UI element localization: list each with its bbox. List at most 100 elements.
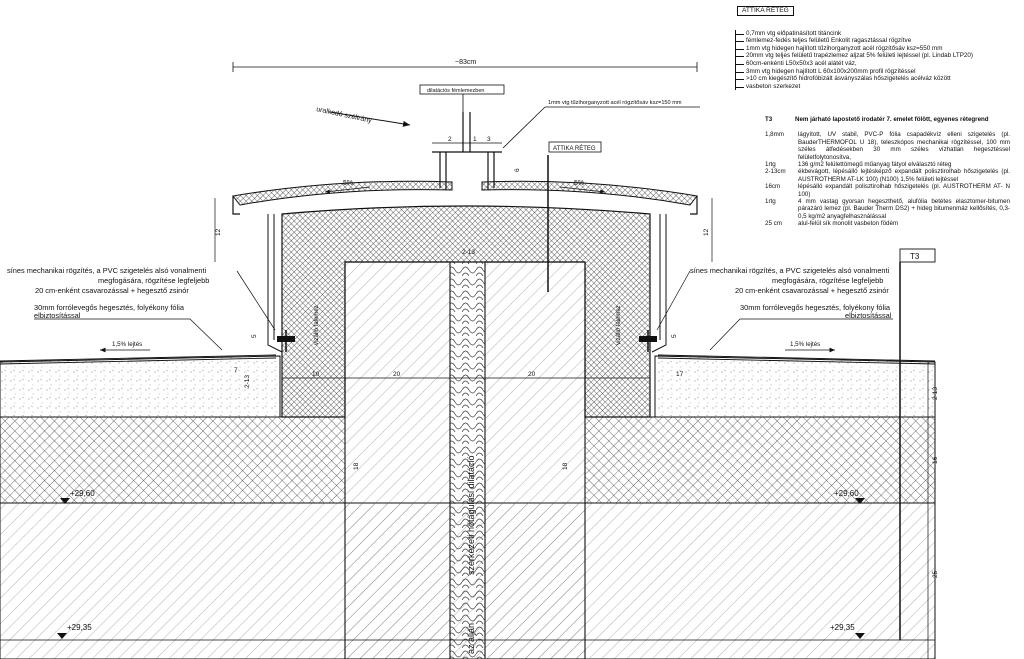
seam-dim-6: 6 — [514, 168, 521, 172]
rail-right-leader — [656, 270, 691, 331]
legend-item: 0,7mm vtg előpatinásított titáncink — [736, 30, 1020, 38]
attika-tag-box — [548, 141, 602, 153]
t3-layer-specification: T3 Nem járható lapostető irodatér 7. eme… — [765, 116, 1010, 228]
attika-layer-legend: ATTIKA RÉTEG 0,7mm vtg előpatinásított t… — [735, 6, 1020, 91]
dim-12-right: 12 — [703, 228, 710, 236]
slope-right-label: 5% — [574, 180, 584, 187]
expansion-joint-filler — [449, 261, 486, 659]
spec-text: 136 g/m2 felülettömegű műanyag fátyol el… — [798, 161, 952, 169]
strip-note-label: 1mm vtg tűzihorganyzott acél rögzítősáv … — [548, 100, 682, 106]
rail-left-line2: megfogására, rögzítése legfeljebb — [98, 276, 209, 285]
expansion-plate-box — [419, 84, 505, 95]
weld-left-leader — [189, 318, 223, 351]
dim-18-left: 18 — [353, 462, 360, 470]
t3-tag-box — [899, 248, 936, 263]
dim-7: 7 — [234, 367, 238, 374]
upstand-left — [267, 214, 283, 353]
legend-item: 1mm vtg hidegen hajlított tűzihorganyzot… — [736, 45, 1020, 53]
t3-tag-label: T3 — [910, 252, 920, 261]
slope-insulation-left — [0, 355, 281, 418]
dim-2-13-right: 2-13 — [932, 387, 939, 400]
spec-row: 25 cm alul-felül sík monolit vasbeton föd… — [765, 220, 1010, 227]
level-marker-left — [60, 498, 70, 504]
fixing-rail-right — [639, 330, 657, 352]
level-marker-right — [855, 498, 865, 504]
parapet-coping-right — [481, 180, 698, 206]
level-bottom-left-label: +29,35 — [67, 623, 92, 632]
upstand-right — [651, 214, 667, 353]
spec-heading: T3 Nem járható lapostető irodatér 7. eme… — [765, 116, 1010, 123]
expansion-joint-label-2: az alján — [466, 623, 476, 654]
dim-18-right: 18 — [562, 462, 569, 470]
spec-thickness: 1rtg — [765, 161, 776, 169]
slope-left-label: 5% — [343, 180, 353, 187]
dim-10: 10 — [312, 371, 320, 378]
weld-left-line2: elbiztosítással — [34, 311, 81, 320]
spec-text: lágyított, UV stabil, PVC-P fólia csapad… — [798, 131, 1010, 161]
spec-text: lépésálló expandált polisztirolhab hőszi… — [798, 183, 1010, 198]
rail-right-line3: 20 cm-enként csavarozással + hegesztő zs… — [735, 286, 889, 295]
spec-text: ékbevágott, lépésálló lejtésképző expand… — [798, 168, 1010, 183]
dimension-83-label: ~83cm — [455, 59, 476, 66]
legend-item: 3mm vtg hidegen hajlított L 60x100x200mm… — [736, 68, 1020, 76]
spec-row: 16cm lépésálló expandált polisztirolhab h… — [765, 183, 1010, 198]
spec-title: Nem járható lapostető irodatér 7. emelet… — [795, 116, 989, 123]
fixing-rail-left — [277, 330, 295, 352]
rail-left-leader — [236, 270, 276, 331]
legend-item: 20mm vtg teljes felületű trapézlemez alj… — [736, 52, 1020, 60]
legend-list: 0,7mm vtg előpatinásított titáncink féml… — [735, 29, 1020, 91]
slope15-right-label: 1,5% lejtés — [790, 341, 820, 348]
strip-note-leader — [502, 106, 546, 149]
rail-left-line3: 20 cm-enként csavarozással + hegesztő zs… — [35, 286, 189, 295]
spec-row: 1rtg 136 g/m2 felülettömegű műanyag fátyo… — [765, 161, 1010, 168]
level-left-label: +29,60 — [70, 489, 95, 498]
legend-item: 60cm-enkénti L50x50x3 acél alátét váz, — [736, 60, 1020, 68]
spec-text: 4 mm vastag gyorsan hegeszthető, alufóli… — [798, 198, 1010, 220]
dim-12-left: 12 — [215, 228, 222, 236]
seam-dim-2: 2 — [448, 136, 452, 143]
dim-20-left: 20 — [393, 371, 401, 378]
insulation-layer-left — [0, 416, 346, 504]
dim-5-left: 5 — [251, 334, 258, 338]
wind-arrow — [329, 111, 411, 127]
spec-thickness: 25 cm — [765, 220, 782, 228]
level-bottom-right-label: +29,35 — [830, 623, 855, 632]
spec-thickness: 2-13cm — [765, 168, 786, 176]
dim-5-right: 5 — [671, 334, 678, 338]
insulation-layer-right — [584, 416, 936, 504]
legend-item: fémlemez-fedés teljes felületű Enkolit r… — [736, 37, 1020, 45]
parapet-coping-left — [232, 180, 453, 206]
level-marker-bottom-left — [57, 633, 67, 639]
spec-thickness: 1,8mm — [765, 131, 784, 139]
expansion-plate-label: dilatációs fémlemezben — [427, 88, 484, 94]
attika-tag-label: ATTIKA RÉTEG — [553, 145, 596, 152]
spec-text: alul-felül sík monolit vasbeton födém — [798, 220, 899, 228]
weld-right-leader — [709, 318, 741, 351]
dim-2-13-left: 2-13 — [244, 375, 251, 388]
slope-insulation-right — [654, 355, 936, 418]
spec-row: 2-13cm ékbevágott, lépésálló lejtésképző … — [765, 168, 1010, 183]
level-marker-bottom-right — [855, 633, 865, 639]
slope-right-arrow — [559, 186, 606, 194]
rail-right-line1: sínes mechanikai rögzítés, a PVC szigete… — [690, 266, 890, 275]
board-left-label: vízálló falemez — [314, 305, 320, 345]
slope-left-arrow — [324, 186, 371, 194]
spec-row: 1,8mm lágyított, UV stabil, PVC-P fólia c… — [765, 131, 1010, 161]
dim-17: 17 — [676, 371, 684, 378]
center-dim: 2-13 — [462, 249, 475, 256]
rail-right-line2: megfogására, rögzítése legfeljebb — [772, 276, 883, 285]
spec-thickness: 16cm — [765, 183, 781, 191]
drip-edge-right — [690, 196, 698, 215]
spec-code: T3 — [765, 116, 773, 123]
seam-dim-1: 1 — [473, 136, 477, 143]
weld-right-line1: 30mm forrólevegős hegesztés, folyékony f… — [740, 303, 891, 312]
dim-25: 25 — [932, 570, 939, 578]
dim-16: 16 — [932, 456, 939, 464]
membrane-right — [657, 354, 936, 365]
dim-20-right: 20 — [528, 371, 536, 378]
standing-seam — [432, 112, 502, 153]
legend-item: >10 cm kiegészítő hidrofóbizált ásványsz… — [736, 75, 1020, 83]
weld-right-line2: elbiztosítással — [845, 311, 892, 320]
